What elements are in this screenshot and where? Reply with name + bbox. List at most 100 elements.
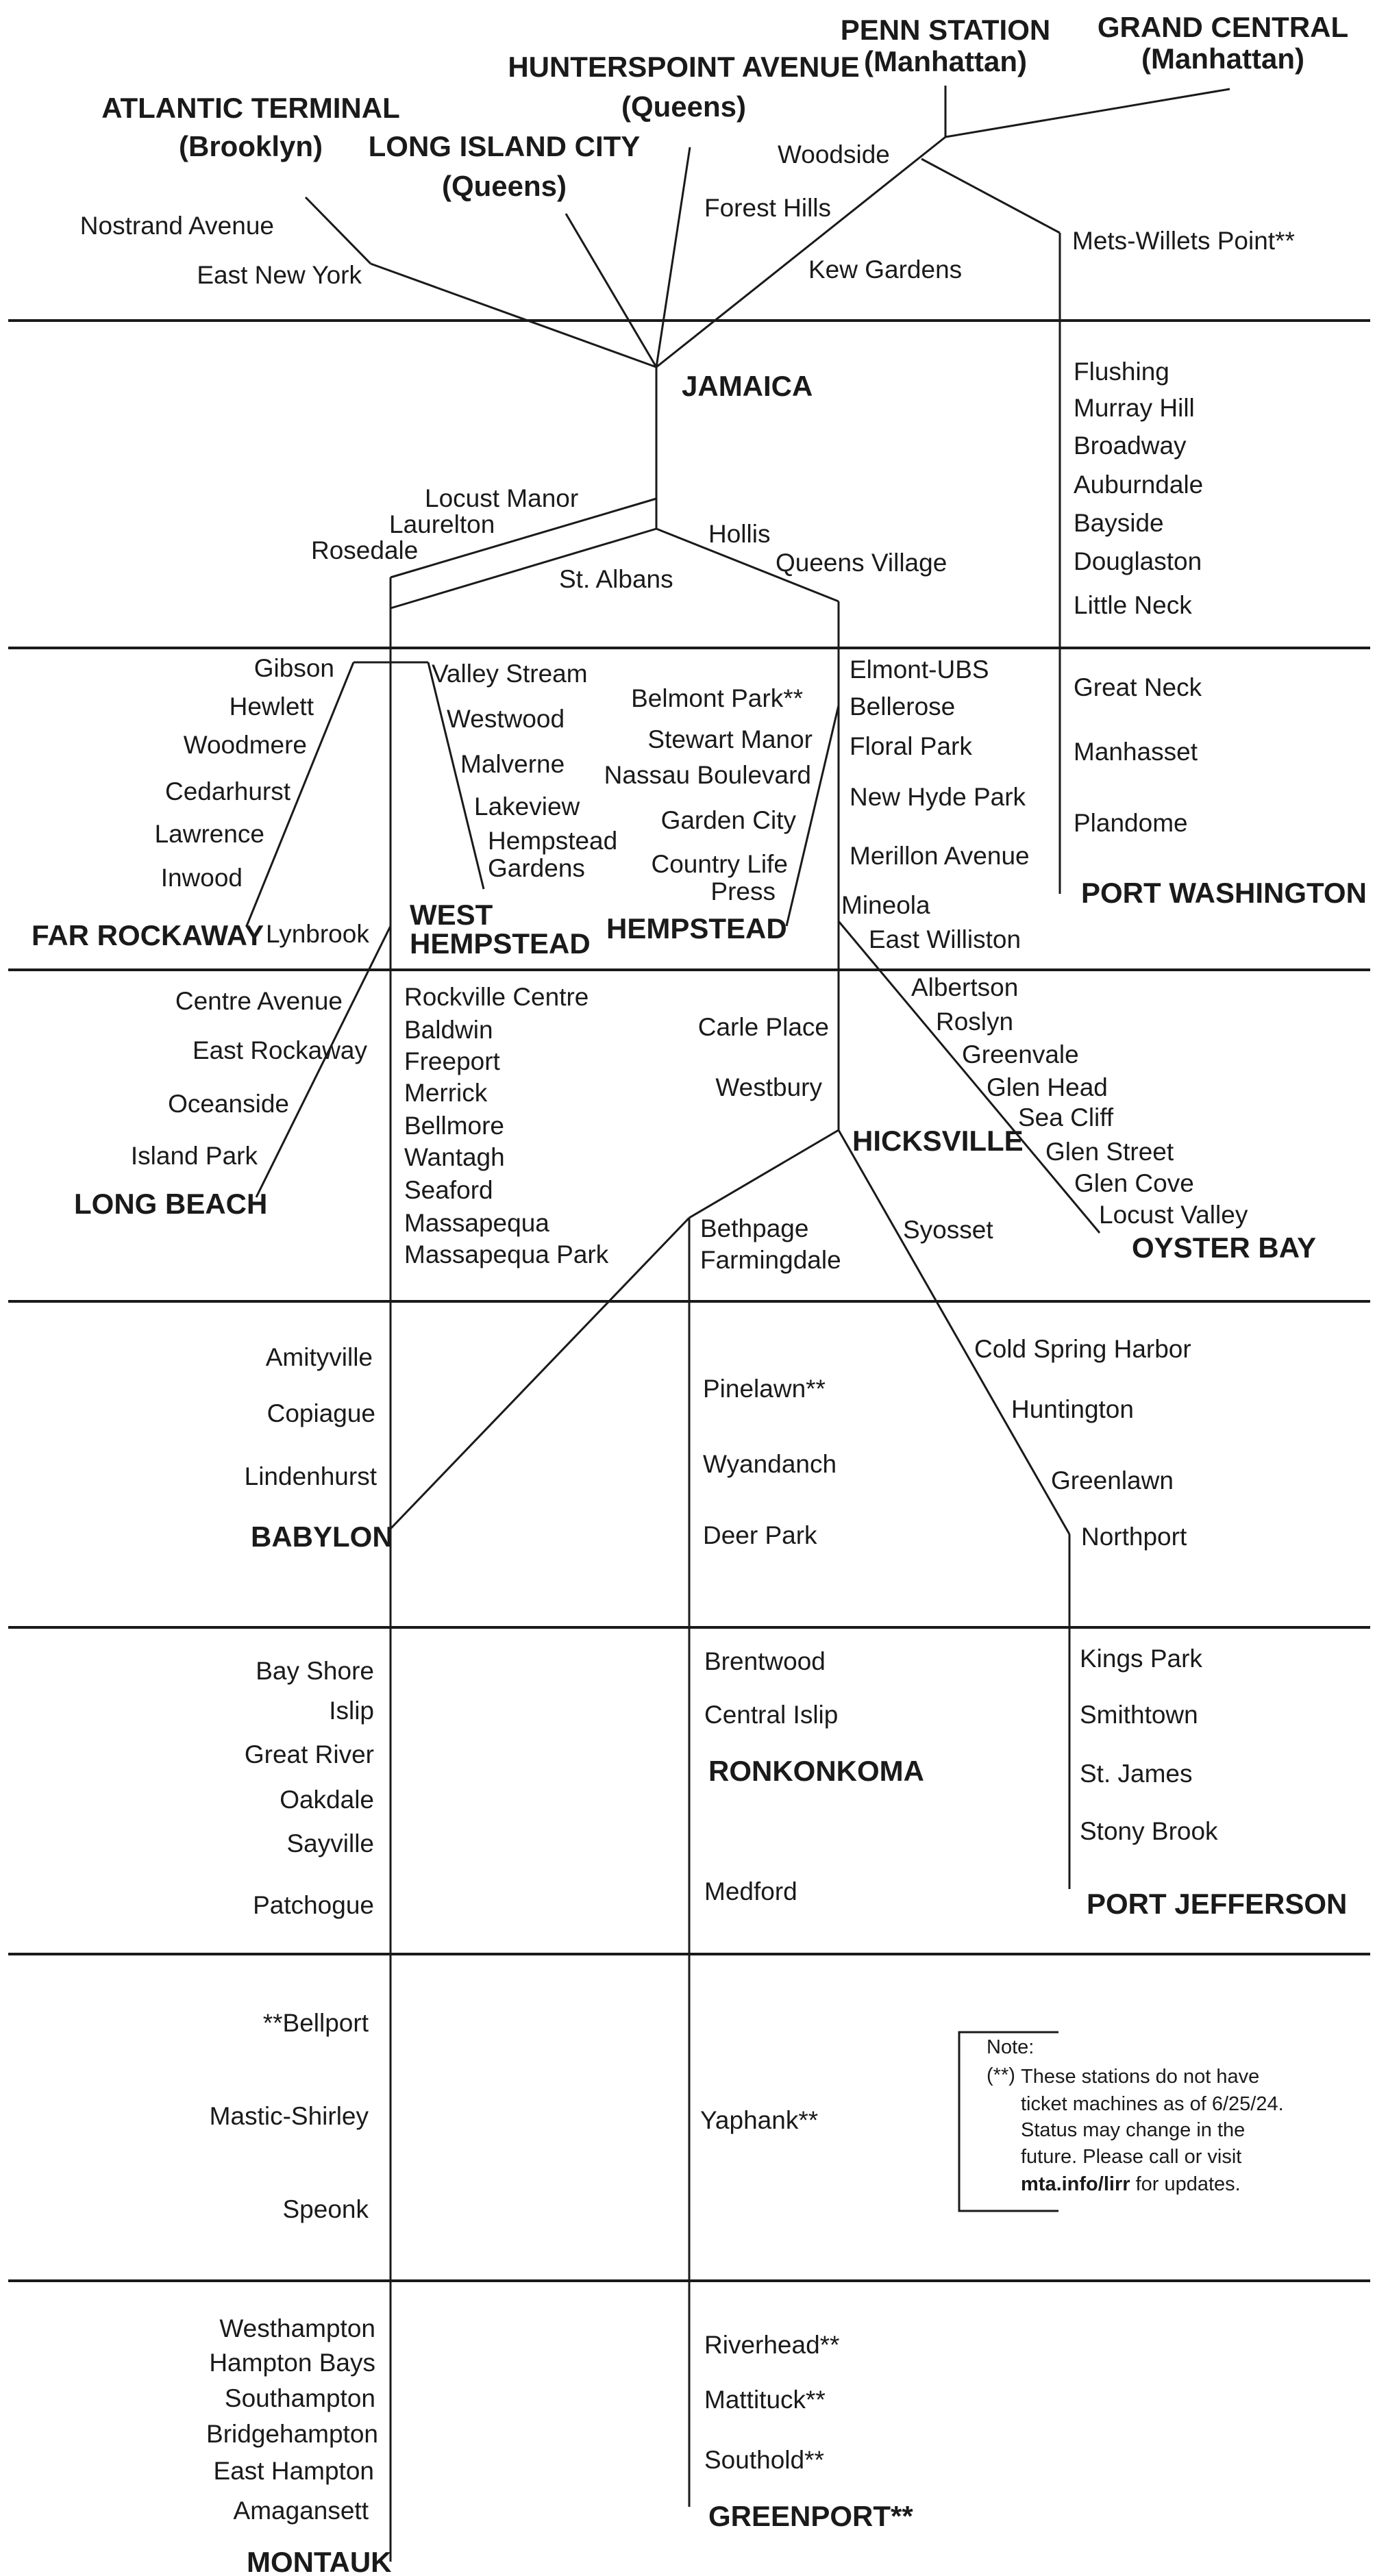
station-bayside: Bayside [1074,509,1164,537]
rail-lines [245,86,1230,2562]
station-cedarhurst: Cedarhurst [165,777,291,805]
station-douglaston: Douglaston [1074,547,1202,575]
station-central-islip: Central Islip [704,1701,838,1729]
terminal-atlantic-2: (Brooklyn) [179,130,323,162]
hempstead-branch [785,705,840,927]
terminal-lic-2: (Queens) [442,170,567,202]
station-roslyn: Roslyn [936,1008,1013,1036]
station-wyandanch: Wyandanch [703,1450,837,1478]
station-woodside: Woodside [778,140,890,168]
station-speonk: Speonk [283,2195,369,2223]
station-valley-stream: Valley Stream [432,660,588,688]
far-rockaway-branch [245,662,355,927]
station-glen-street: Glen Street [1045,1138,1174,1166]
station-freeport: Freeport [404,1047,501,1075]
ronkonkoma-junction [689,1129,839,1219]
station-westwood: Westwood [447,705,565,733]
station-massapequa: Massapequa [404,1209,549,1237]
station-bellport: **Bellport [263,2009,369,2037]
station-malverne: Malverne [460,750,565,778]
note-bracket [958,2031,1058,2212]
station-copiague: Copiague [267,1399,375,1427]
station-nostrand: Nostrand Avenue [80,212,274,240]
terminal-penn-station-2: (Manhattan) [864,45,1027,77]
terminal-atlantic-1: ATLANTIC TERMINAL [101,92,399,124]
station-bridgehampton: Bridgehampton [206,2420,378,2448]
station-flushing: Flushing [1074,358,1169,386]
station-cold-spring-harbor: Cold Spring Harbor [974,1335,1191,1363]
station-labels: Woodside Forest Hills Kew Gardens Mets-W… [80,140,1295,2525]
station-broadway: Broadway [1074,432,1187,460]
station-nassau-blvd: Nassau Boulevard [604,761,811,789]
station-new-hyde-park: New Hyde Park [850,783,1026,811]
terminal-penn-station-1: PENN STATION [841,14,1050,46]
station-woodmere: Woodmere [184,731,307,759]
atlantic-line-b [370,262,657,368]
station-lindenhurst: Lindenhurst [245,1462,377,1490]
station-east-hampton: East Hampton [214,2457,374,2485]
note-line-4: future. Please call or visit [1021,2146,1241,2168]
station-hollis: Hollis [708,520,770,548]
terminal-hempstead: HEMPSTEAD [606,912,787,945]
station-east-williston: East Williston [869,925,1021,953]
terminal-hunterspoint-1: HUNTERSPOINT AVENUE [508,51,859,83]
station-lakeview: Lakeview [474,792,580,821]
station-stony-brook: Stony Brook [1080,1817,1218,1845]
station-wantagh: Wantagh [404,1143,505,1171]
station-amagansett: Amagansett [234,2497,369,2525]
station-gibson: Gibson [254,654,334,682]
terminal-babylon: BABYLON [251,1521,393,1553]
station-oakdale: Oakdale [280,1786,374,1814]
terminal-hicksville: HICKSVILLE [852,1125,1024,1157]
station-murray-hill: Murray Hill [1074,394,1195,422]
station-east-new-york: East New York [197,261,362,289]
station-hempstead-gardens-1: Hempstead [488,827,617,855]
station-bay-shore: Bay Shore [256,1657,374,1685]
note-link-suffix: for updates. [1130,2173,1241,2195]
station-rockville-centre: Rockville Centre [404,983,589,1011]
station-elmont-ubs: Elmont-UBS [850,655,989,684]
station-bethpage: Bethpage [700,1214,808,1242]
note-line-3: Status may change in the [1021,2119,1245,2141]
terminal-labels: PENN STATION (Manhattan) GRAND CENTRAL (… [32,11,1367,2576]
station-locust-valley: Locust Valley [1099,1201,1248,1229]
st-albans-branch [390,527,657,610]
port-jefferson-branch-a [837,1129,1071,1535]
station-deer-park: Deer Park [703,1521,817,1549]
station-mets-willets: Mets-Willets Point** [1072,227,1295,255]
station-greenlawn: Greenlawn [1051,1466,1174,1495]
station-smithtown: Smithtown [1080,1701,1198,1729]
main-line-east [656,527,839,603]
terminal-port-washington: PORT WASHINGTON [1081,877,1367,909]
note-mark: (**) [987,2064,1015,2086]
station-plandome: Plandome [1074,809,1188,837]
station-mastic-shirley: Mastic-Shirley [210,2102,369,2130]
station-kings-park: Kings Park [1080,1645,1202,1673]
station-forest-hills: Forest Hills [704,194,831,222]
atlantic-line-a [304,196,372,265]
note-line-1: These stations do not have [1021,2066,1259,2088]
station-medford: Medford [704,1877,797,1905]
station-bellmore: Bellmore [404,1112,504,1140]
hunterspoint-line [655,147,691,368]
west-hempstead-branch [427,662,485,890]
note-box: Note: (**) These stations do not have ti… [958,2031,1284,2212]
long-beach-branch [255,925,392,1198]
station-westhampton: Westhampton [219,2314,375,2342]
terminal-greenport: GREENPORT** [708,2500,913,2532]
terminal-west-hempstead-2: HEMPSTEAD [410,927,591,960]
station-st-albans: St. Albans [559,565,673,593]
oyster-bay-branch [837,921,1101,1234]
station-patchogue: Patchogue [253,1891,374,1919]
station-manhasset: Manhasset [1074,738,1198,766]
station-riverhead: Riverhead** [704,2331,839,2359]
station-country-life-press-2: Press [710,877,776,905]
station-brentwood: Brentwood [704,1647,826,1675]
atlantic-branch [390,497,657,579]
station-east-rockaway: East Rockaway [193,1036,367,1064]
station-great-neck: Great Neck [1074,673,1202,701]
station-rosedale: Rosedale [311,536,418,564]
station-inwood: Inwood [161,864,243,892]
note-link[interactable]: mta.info/lirr [1021,2173,1130,2195]
